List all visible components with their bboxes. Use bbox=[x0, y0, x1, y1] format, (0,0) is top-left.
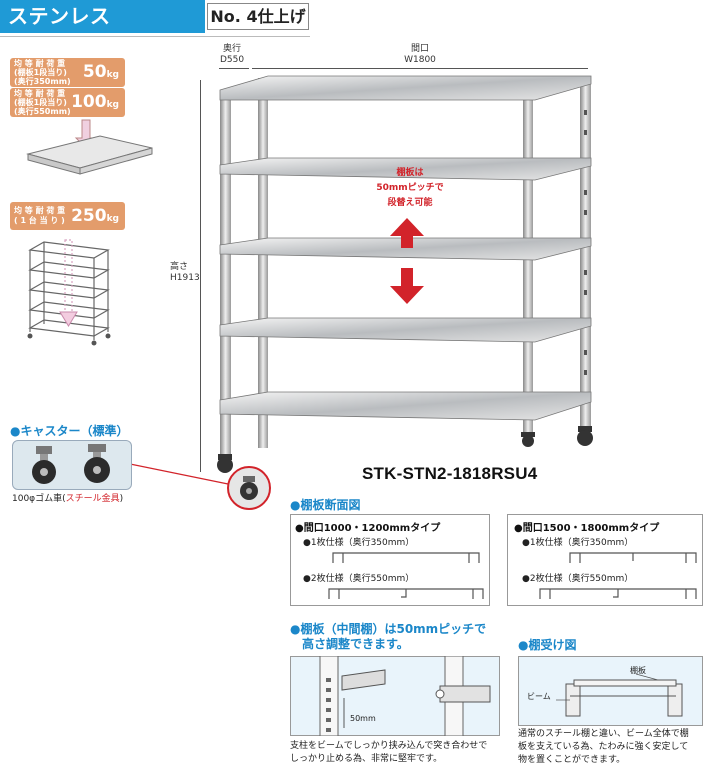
profile-double-diagram bbox=[328, 588, 484, 599]
shelf-note-line: 段替え可能 bbox=[387, 198, 433, 208]
profile-panel-head: ●間口1000・1200mmタイプ bbox=[295, 523, 441, 534]
load-badge-desc: 均 等 耐 荷 重 bbox=[14, 59, 66, 68]
profile-section-title: ●棚板断面図 bbox=[290, 498, 361, 512]
pitch-caption-line: 支柱をビームでしっかり挟み込んで突き合わせで bbox=[290, 741, 488, 751]
rack-load-illustration bbox=[27, 239, 111, 346]
support-shelf-label: 棚板 bbox=[630, 666, 646, 675]
pitch-label: 50mm bbox=[350, 714, 376, 723]
caster-closeup-icon bbox=[240, 476, 258, 500]
caster-pointer-line bbox=[130, 463, 229, 485]
depth-value: D550 bbox=[219, 55, 245, 65]
profile-single-diagram bbox=[569, 552, 697, 563]
header-rule bbox=[0, 36, 310, 37]
load-badge-value: 100kg bbox=[71, 92, 119, 112]
load-badge-value: 250kg bbox=[71, 206, 119, 226]
shelf-note-line: 棚板は bbox=[396, 168, 424, 178]
load-badge-desc: (奥行550mm) bbox=[14, 107, 71, 116]
pitch-diagram bbox=[319, 656, 491, 736]
load-badge-desc: (棚板1段当り) bbox=[14, 68, 67, 77]
support-caption-line: 物を置くことができます。 bbox=[518, 755, 626, 765]
pitch-title-line: ●棚板（中間棚）は50mmピッチで bbox=[290, 622, 487, 636]
header-title: ステンレス SUS430 bbox=[0, 0, 205, 61]
load-badge-value: 50kg bbox=[82, 62, 119, 82]
dimension-line-height bbox=[200, 80, 201, 472]
load-badge-total: 均 等 耐 荷 重 ( 1 台 当 り ) 250kg bbox=[10, 202, 125, 230]
profile-panel-sub: ●1枚仕様（奥行350mm） bbox=[303, 538, 415, 548]
load-badge-desc: 均 等 耐 荷 重 bbox=[14, 89, 66, 98]
width-label: 間口 bbox=[410, 44, 429, 54]
height-dimension: 高さ H1913 bbox=[170, 262, 200, 284]
support-caption-line: 板を支えている為、たわみに強く安定して bbox=[518, 742, 689, 752]
profile-double-diagram bbox=[539, 588, 697, 599]
support-caption-line: 通常のスチール棚と違い、ビーム全体で棚 bbox=[518, 729, 689, 739]
caster-caption-highlight: スチール金具 bbox=[65, 494, 120, 504]
profile-single-diagram bbox=[332, 552, 480, 563]
height-label: 高さ bbox=[170, 262, 189, 272]
pitch-caption-line: しっかり止める為、非常に堅牢です。 bbox=[290, 754, 443, 764]
load-badge-350: 均 等 耐 荷 重 (棚板1段当り) (奥行350mm) 50kg bbox=[10, 58, 125, 87]
finish-label: No. 4仕上げ bbox=[207, 3, 309, 30]
support-section-title: ●棚受け図 bbox=[518, 638, 577, 652]
caster-caption: 100φゴム車(スチール金具) bbox=[12, 493, 123, 506]
pitch-title-line: 高さ調整できます。 bbox=[302, 637, 409, 651]
shelf-note-line: 50mmピッチで bbox=[376, 183, 444, 193]
load-badge-desc: (奥行350mm) bbox=[14, 77, 71, 86]
depth-dimension: 奥行 D550 bbox=[215, 44, 249, 66]
stainless-rack-illustration bbox=[217, 75, 593, 473]
pitch-section-title: ●棚板（中間棚）は50mmピッチで 高さ調整できます。 bbox=[290, 622, 486, 652]
caster-caption-suffix: ) bbox=[119, 494, 124, 504]
load-badge-desc: 均 等 耐 荷 重 bbox=[14, 206, 66, 215]
shelf-pitch-note: 棚板は 50mmピッチで 段替え可能 bbox=[360, 166, 460, 211]
shelf-board-illustration bbox=[26, 119, 153, 175]
model-number: STK-STN2-1818RSU4 bbox=[362, 464, 538, 483]
load-badge-desc: (棚板1段当り) bbox=[14, 98, 67, 107]
caster-photo-frame bbox=[12, 440, 132, 490]
width-dimension: 間口 W1800 bbox=[390, 44, 450, 66]
dimension-line-width bbox=[252, 68, 588, 69]
profile-panel-small: ●間口1000・1200mmタイプ ●1枚仕様（奥行350mm） ●2枚仕様（奥… bbox=[290, 514, 490, 606]
profile-panel-head: ●間口1500・1800mmタイプ bbox=[514, 523, 660, 534]
load-badge-550: 均 等 耐 荷 重 (棚板1段当り) (奥行550mm) 100kg bbox=[10, 88, 125, 117]
support-diagram bbox=[556, 673, 683, 717]
width-value: W1800 bbox=[404, 55, 436, 65]
pitch-caption: 支柱をビームでしっかり挟み込んで突き合わせで しっかり止める為、非常に堅牢です。 bbox=[290, 740, 487, 766]
height-value: H1913 bbox=[170, 273, 200, 283]
adjust-arrow-icon bbox=[390, 218, 424, 304]
profile-panel-sub: ●2枚仕様（奥行550mm） bbox=[522, 574, 634, 584]
caster-section-title: ●キャスター（標準） bbox=[10, 424, 129, 438]
load-badge-desc: ( 1 台 当 り ) bbox=[14, 216, 65, 225]
support-caption: 通常のスチール棚と違い、ビーム全体で棚 板を支えている為、たわみに強く安定して … bbox=[518, 728, 689, 767]
profile-panel-large: ●間口1500・1800mmタイプ ●1枚仕様（奥行350mm） ●2枚仕様（奥… bbox=[507, 514, 703, 606]
support-beam-label: ビーム bbox=[527, 692, 551, 701]
depth-label: 奥行 bbox=[222, 44, 241, 54]
caster-wheel-icon bbox=[32, 444, 110, 484]
profile-panel-sub: ●1枚仕様（奥行350mm） bbox=[522, 538, 634, 548]
caster-caption-prefix: 100φゴム車( bbox=[12, 494, 66, 504]
profile-panel-sub: ●2枚仕様（奥行550mm） bbox=[303, 574, 415, 584]
dimension-line-depth bbox=[219, 68, 249, 69]
